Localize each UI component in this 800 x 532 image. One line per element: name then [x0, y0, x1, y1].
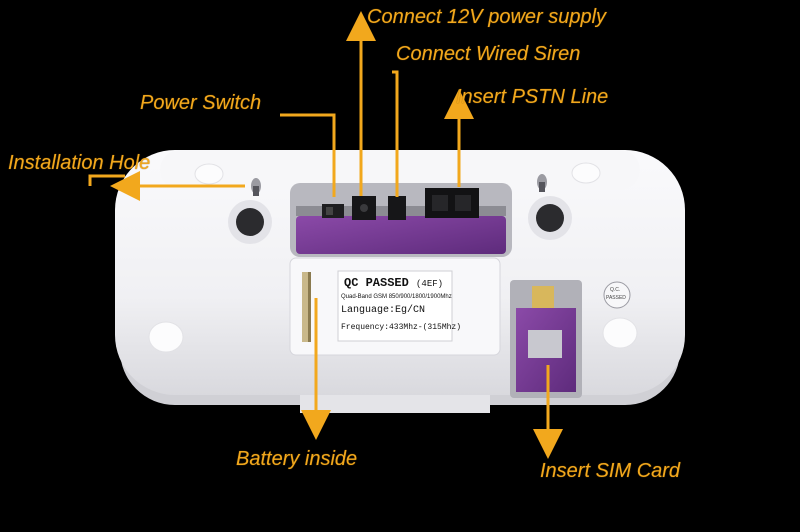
qc-seal-line2: PASSED — [606, 295, 626, 301]
sim-bay — [510, 280, 582, 398]
installation-hole — [251, 178, 261, 196]
qc-seal-line1: Q.C. — [610, 287, 621, 293]
callout-power-switch: Power Switch — [140, 92, 262, 114]
callout-pstn-line: Insert PSTN Line — [456, 86, 609, 108]
rubber-foot — [571, 162, 601, 184]
callout-sim-card: Insert SIM Card — [540, 460, 681, 482]
callout-arrows — [88, 11, 563, 459]
rubber-foot — [148, 321, 184, 353]
arrow-power-switch — [280, 113, 336, 197]
callout-wired-siren: Connect Wired Siren — [396, 43, 581, 65]
sticker-language: Language:Eg/CN — [341, 305, 426, 316]
sticker-code: (4EF) — [416, 279, 444, 289]
sticker-bands: Quad-Band GSM 850/900/1800/1900Mhz — [341, 294, 452, 300]
screw-post — [228, 200, 272, 244]
sticker-frequency: Frequency:433Mhz-(315Mhz) — [341, 323, 462, 332]
qc-seal-sticker — [603, 281, 631, 309]
arrow-wired-siren — [392, 70, 399, 197]
installation-hole — [537, 174, 547, 192]
power-switch — [322, 204, 344, 218]
rubber-foot — [602, 317, 638, 349]
qc-sticker — [337, 270, 453, 342]
arrow-installation-hole-hook — [88, 174, 125, 186]
sticker-title: QC PASSED — [344, 276, 409, 290]
screw-post — [528, 196, 572, 240]
pstn-port — [425, 188, 479, 218]
callout-installation-hole: Installation Hole — [8, 152, 151, 174]
siren-terminal — [388, 196, 406, 220]
power-jack — [352, 196, 376, 220]
callout-power-supply: Connect 12V power supply — [367, 6, 607, 28]
callout-battery: Battery inside — [236, 448, 358, 470]
rubber-foot — [194, 163, 224, 185]
